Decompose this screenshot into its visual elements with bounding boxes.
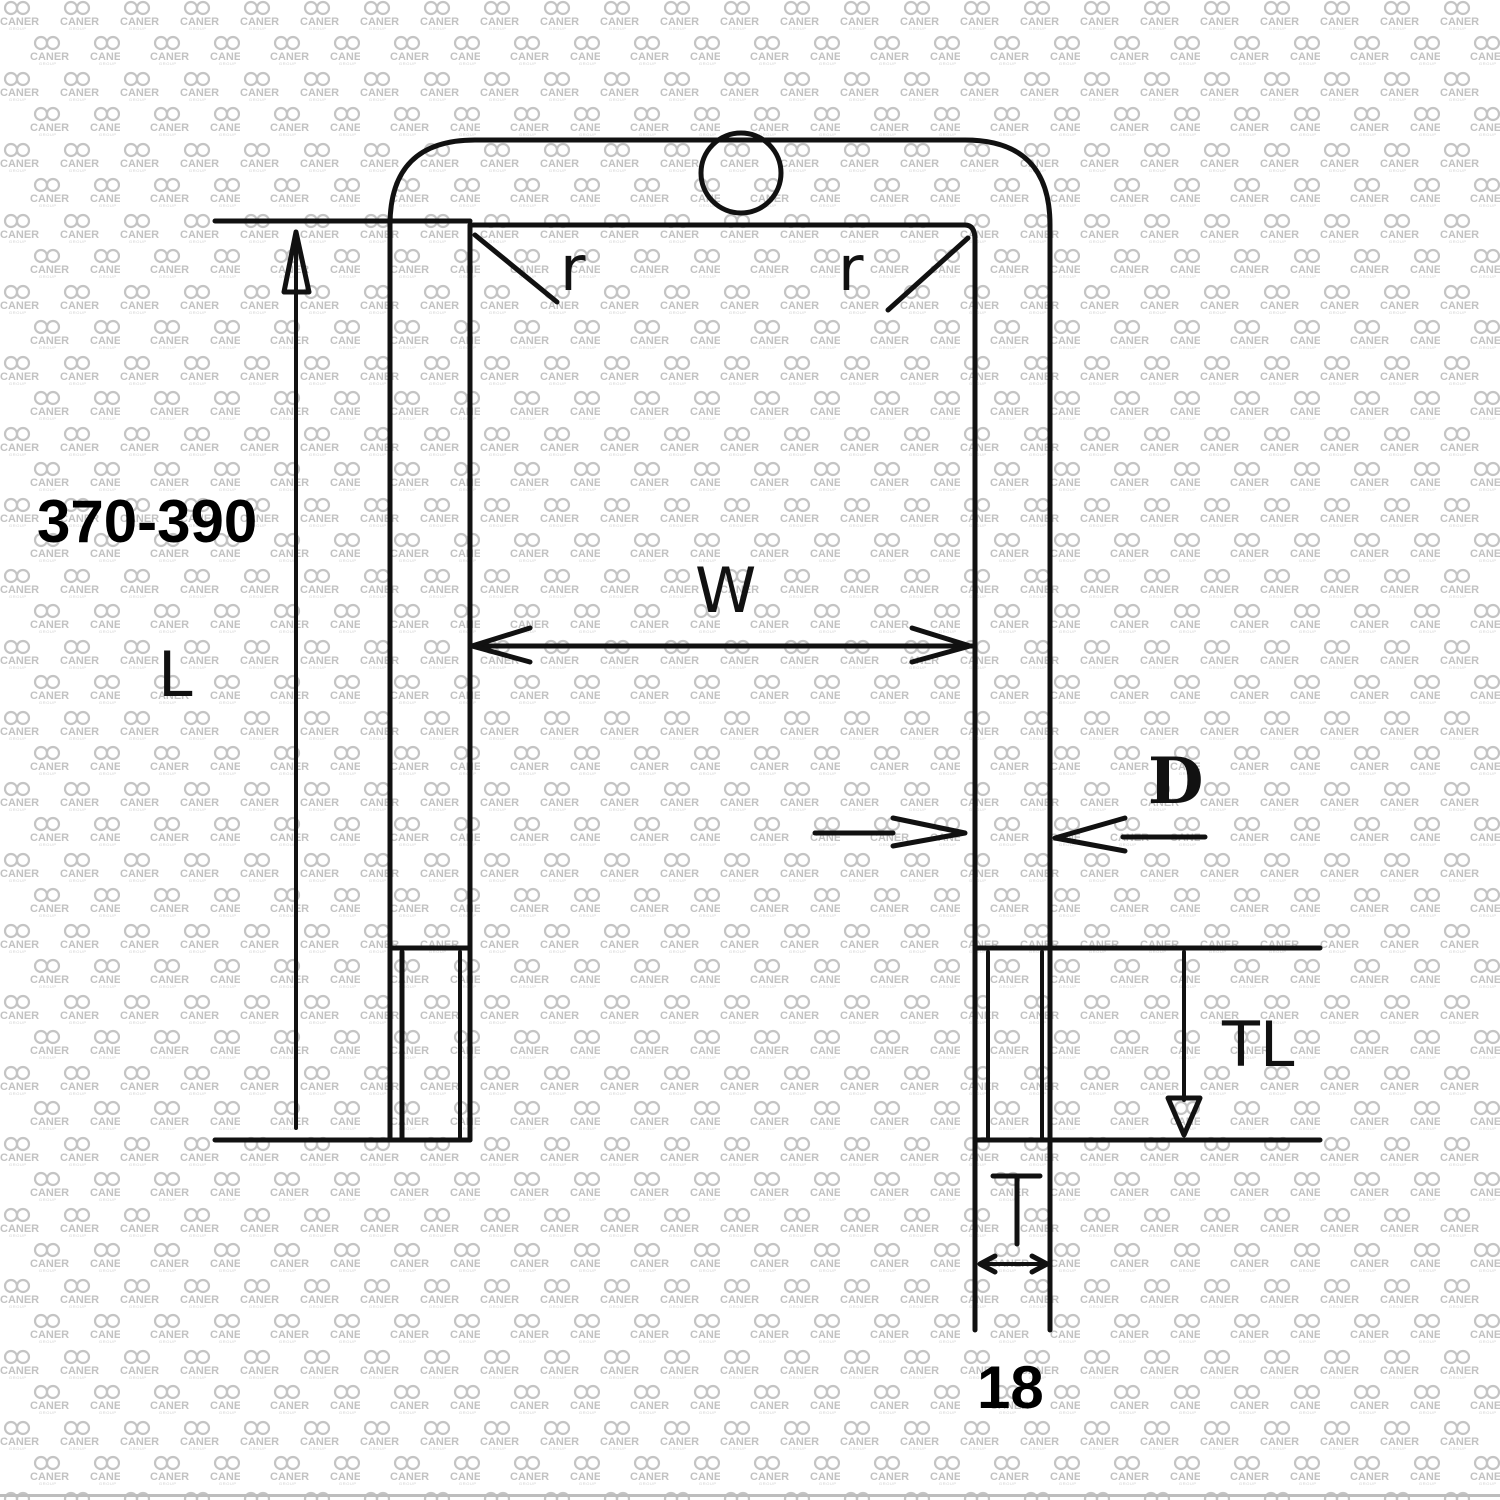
width-symbol: W <box>695 554 756 627</box>
arrow-left-icon <box>977 1253 998 1275</box>
arrow-right-icon <box>890 815 968 849</box>
length-symbol: L <box>158 638 193 711</box>
cross-section-circle-icon <box>698 130 784 216</box>
arrow-right-icon <box>1029 1253 1050 1275</box>
inner-contour <box>467 222 978 951</box>
arrow-down-icon <box>1165 1095 1203 1138</box>
bottom-border-line <box>0 1494 1500 1497</box>
radius-left-label: r <box>560 232 586 305</box>
diameter-symbol: D <box>1148 744 1204 819</box>
left-thread <box>212 945 473 1143</box>
radius-right-label: r <box>838 232 864 305</box>
arrow-right-icon <box>909 625 973 665</box>
length-value: 370-390 <box>37 488 257 555</box>
right-thread <box>972 945 1323 1333</box>
width-dimension: W <box>467 554 975 665</box>
length-dimension: 370-390 L <box>37 218 473 1130</box>
thread-length-dimension: TL <box>1165 950 1295 1138</box>
arrow-up-icon <box>281 229 312 295</box>
arrow-left-icon <box>469 625 533 665</box>
radius-labels: r r <box>472 232 971 313</box>
u-bolt-body <box>387 130 1053 1143</box>
thread-dimension: 18 <box>977 1173 1050 1421</box>
diameter-dimension: D <box>812 744 1208 854</box>
thread-value: 18 <box>977 1354 1044 1421</box>
thread-length-symbol: TL <box>1221 1008 1295 1081</box>
arrow-left-icon <box>1052 815 1128 854</box>
